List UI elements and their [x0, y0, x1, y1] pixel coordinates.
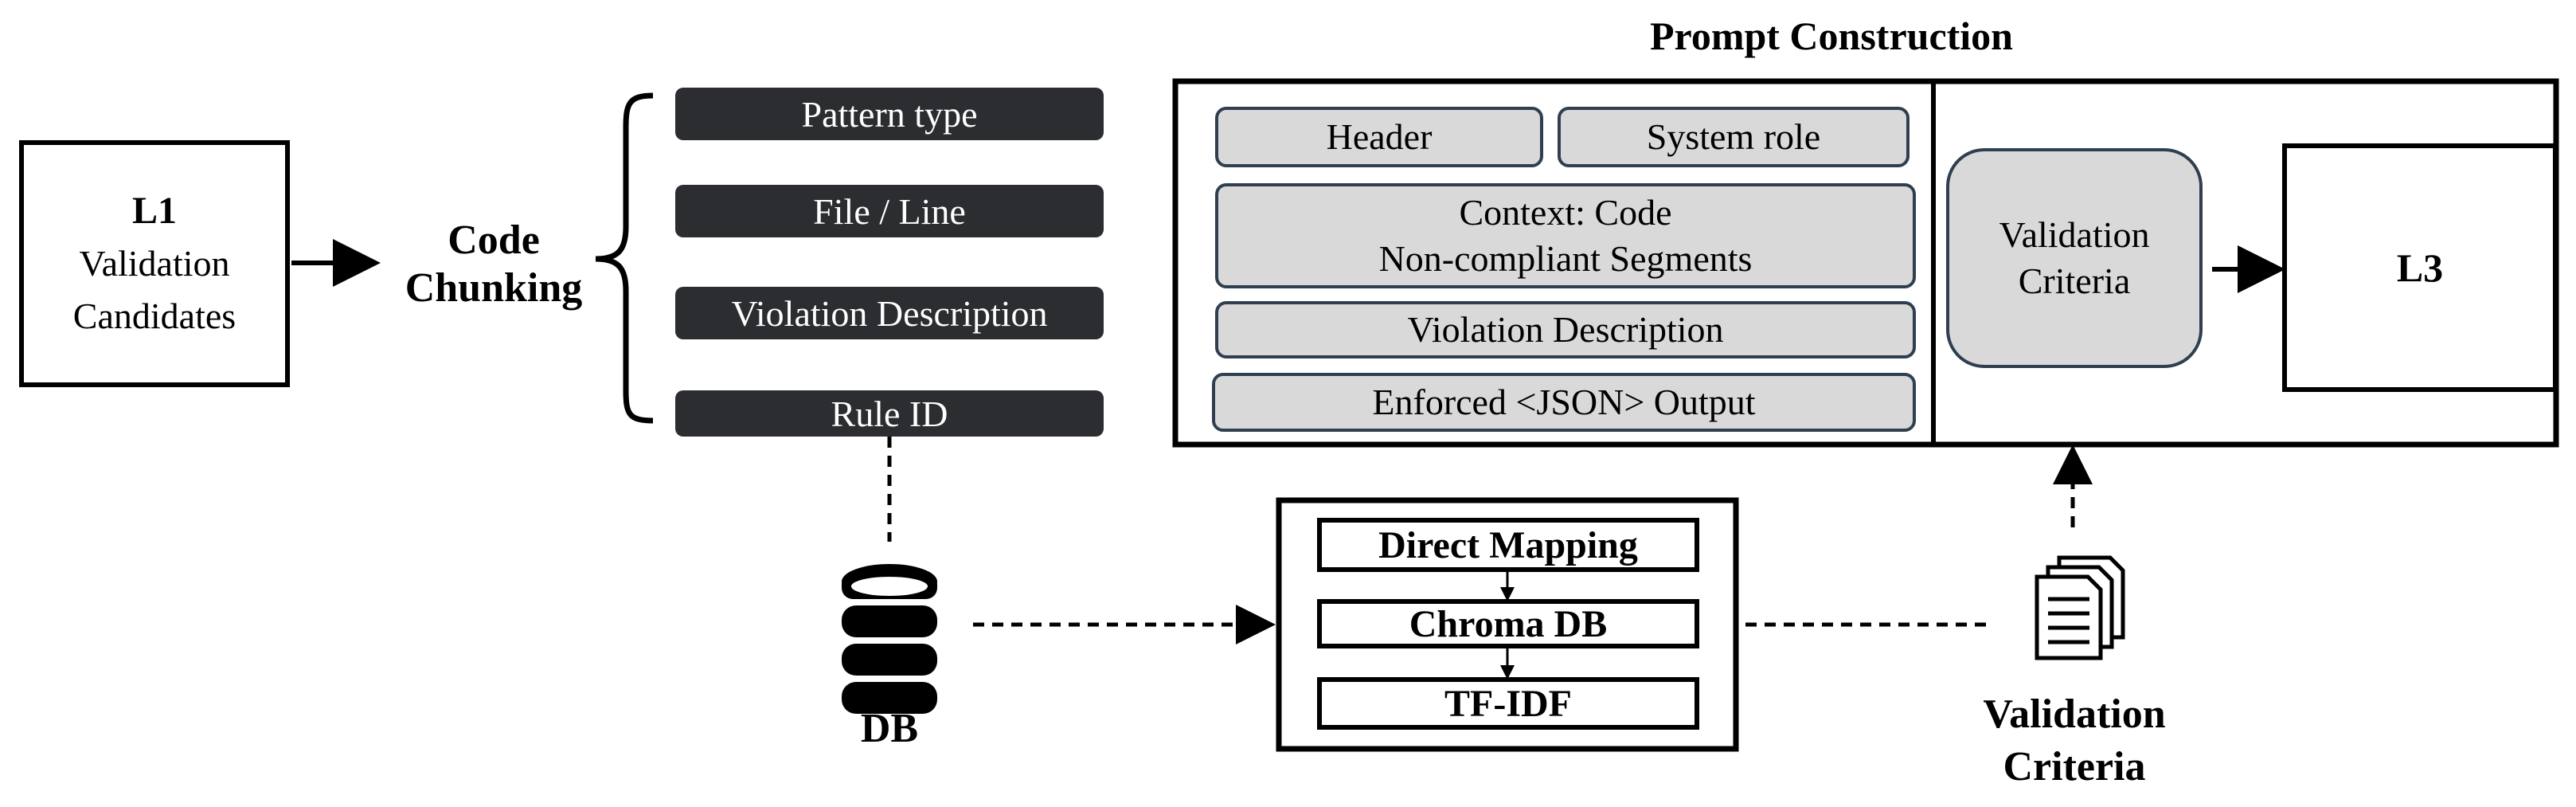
l1-line1: Validation	[79, 243, 230, 284]
code-chunking-line2: Chunking	[405, 265, 583, 311]
prompt-context-line2: Non-compliant Segments	[1378, 238, 1753, 279]
l1-title: L1	[131, 190, 177, 232]
prompt-violation-box: Violation Description	[1215, 301, 1916, 358]
prompt-criteria-line2: Criteria	[2018, 261, 2131, 301]
db-label: DB	[860, 706, 919, 751]
prompt-output-box: Enforced <JSON> Output	[1212, 373, 1916, 432]
prompt-context-line1: Context: Code	[1459, 192, 1672, 233]
criteria-docs-line1: Validation	[1983, 691, 2166, 737]
prompt-criteria-line1: Validation	[1999, 214, 2150, 255]
documents-icon	[2035, 555, 2125, 660]
chunk-rule-id: Rule ID	[675, 390, 1104, 437]
prompt-validation-criteria-box: Validation Criteria	[1946, 148, 2203, 368]
prompt-header-box: Header	[1215, 107, 1543, 167]
chroma-db-box: Chroma DB	[1317, 599, 1699, 648]
prompt-context-box: Context: Code Non-compliant Segments	[1215, 183, 1916, 288]
l1-validation-candidates-box: L1 Validation Candidates	[19, 140, 290, 387]
direct-mapping-box: Direct Mapping	[1317, 518, 1699, 572]
prompt-system-role-box: System role	[1558, 107, 1910, 167]
chunk-file-line: File / Line	[675, 185, 1104, 237]
chunk-violation-description: Violation Description	[675, 287, 1104, 339]
chunking-brace	[595, 92, 654, 424]
validation-criteria-docs-label: Validation Criteria	[1943, 685, 2206, 797]
tf-idf-box: TF-IDF	[1317, 677, 1699, 730]
l3-box: L3	[2282, 143, 2558, 392]
code-chunking-label: Code Chunking	[398, 209, 589, 320]
l1-line2: Candidates	[72, 296, 236, 336]
criteria-docs-line2: Criteria	[2003, 744, 2146, 789]
code-chunking-line1: Code	[448, 217, 540, 263]
prompt-construction-title: Prompt Construction	[1649, 14, 2013, 58]
chunk-pattern-type: Pattern type	[675, 88, 1104, 140]
database-icon	[842, 564, 937, 714]
